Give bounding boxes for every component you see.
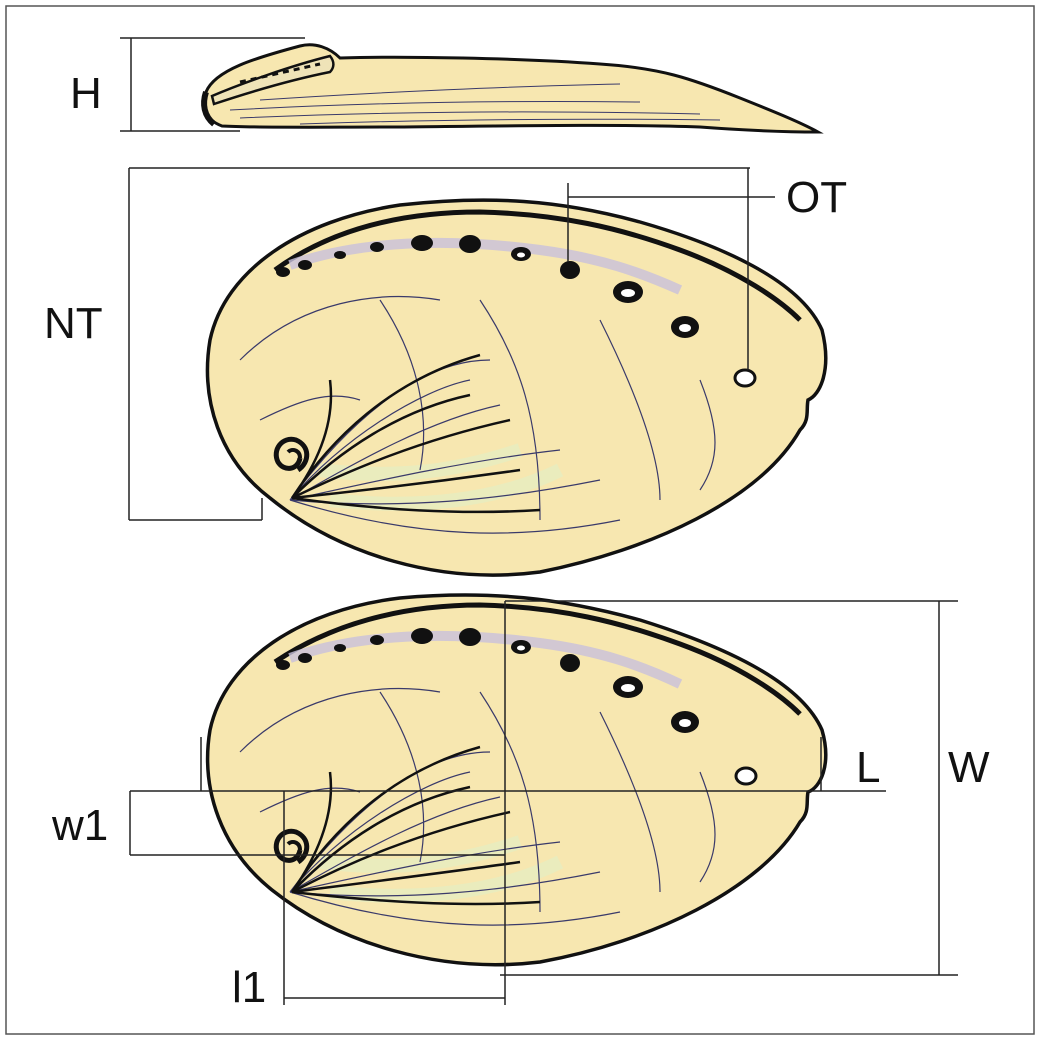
shell-side-holes — [239, 62, 321, 84]
shell-bottom-spire — [273, 828, 310, 865]
label-OT: OT — [786, 173, 847, 222]
shell-bottom-spire-curl — [286, 840, 302, 851]
shell-middle-spire — [273, 436, 310, 473]
label-NT: NT — [44, 299, 103, 348]
label-w1: w1 — [51, 801, 108, 850]
measure-NT: NT — [44, 167, 750, 521]
shell-side-lip — [210, 54, 335, 106]
measure-H: H — [70, 37, 305, 132]
shell-bottom-band — [288, 630, 683, 689]
measure-W: W — [500, 600, 990, 976]
measure-w1: w1 — [51, 791, 505, 856]
label-l1: l1 — [232, 963, 266, 1012]
measure-l1: l1 — [232, 791, 505, 1012]
shell-side-view — [201, 43, 824, 134]
shell-middle-pore-highlights — [517, 252, 691, 332]
shell-side-veins — [229, 83, 721, 125]
shell-bottom-rim — [273, 602, 802, 716]
shell-middle-view — [205, 198, 828, 577]
shell-middle-body — [205, 198, 828, 577]
shell-bottom-respiratory-pores — [276, 628, 699, 733]
shell-side-base — [201, 91, 217, 127]
shell-middle-open-pore — [733, 368, 757, 388]
shell-bottom-pore-highlights — [517, 645, 691, 727]
label-L: L — [856, 743, 880, 792]
shell-bottom-open-pore — [734, 766, 758, 786]
shell-bottom-radial-ridges — [290, 745, 541, 906]
measure-OT: OT — [567, 173, 847, 262]
measure-L: L — [130, 737, 886, 792]
label-W: W — [948, 743, 990, 792]
shell-bottom-view — [205, 593, 828, 967]
label-H: H — [70, 69, 102, 118]
shell-side-body — [202, 43, 824, 134]
shell-middle-radial-ridges — [290, 353, 541, 514]
shell-middle-band — [288, 237, 683, 295]
shell-middle-spire-curl — [286, 448, 302, 459]
